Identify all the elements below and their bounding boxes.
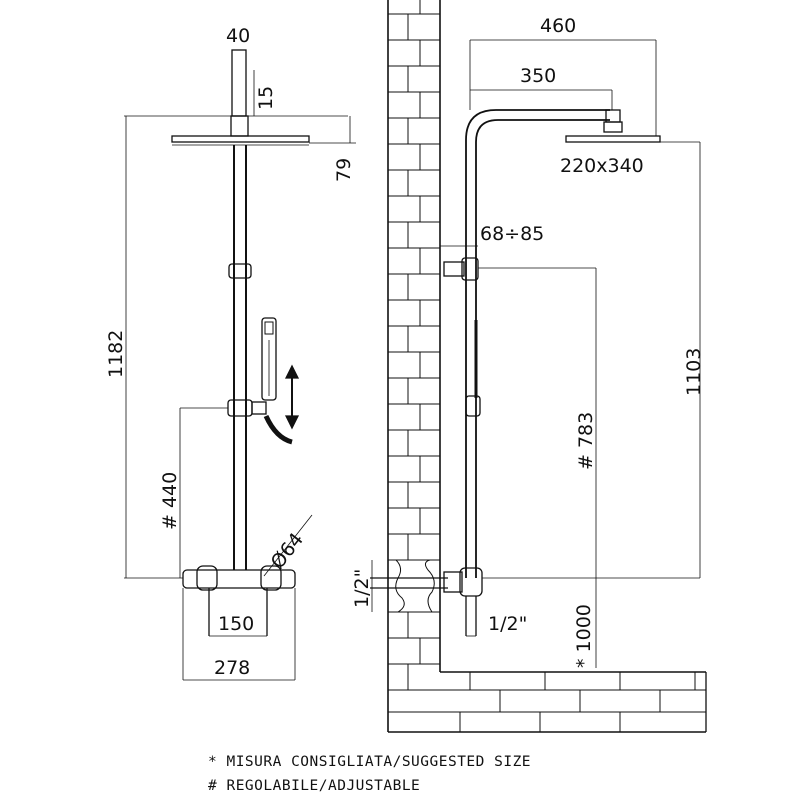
- dim-1182: 1182: [105, 330, 127, 378]
- dim-150: 150: [218, 613, 254, 635]
- dim-79: 79: [333, 158, 355, 182]
- dim-68-85: 68÷85: [480, 223, 544, 245]
- dim-half-inch-bottom: 1/2": [488, 613, 527, 635]
- side-view: [370, 0, 707, 733]
- dim-350: 350: [520, 65, 556, 87]
- dim-15: 15: [255, 86, 277, 110]
- dim-1000: * 1000: [573, 604, 595, 668]
- note-suggested-size: * MISURA CONSIGLIATA/SUGGESTED SIZE: [208, 754, 531, 770]
- dim-440: # 440: [159, 472, 181, 530]
- note-adjustable: # REGOLABILE/ADJUSTABLE: [208, 778, 420, 794]
- dim-220x340: 220x340: [560, 155, 644, 177]
- dim-460: 460: [540, 15, 576, 37]
- dim-half-inch-left: 1/2": [351, 569, 373, 608]
- dim-278: 278: [214, 657, 250, 679]
- dim-1103: 1103: [683, 348, 705, 396]
- dim-40: 40: [226, 25, 250, 47]
- dim-783: # 783: [575, 412, 597, 470]
- front-view: [124, 49, 356, 681]
